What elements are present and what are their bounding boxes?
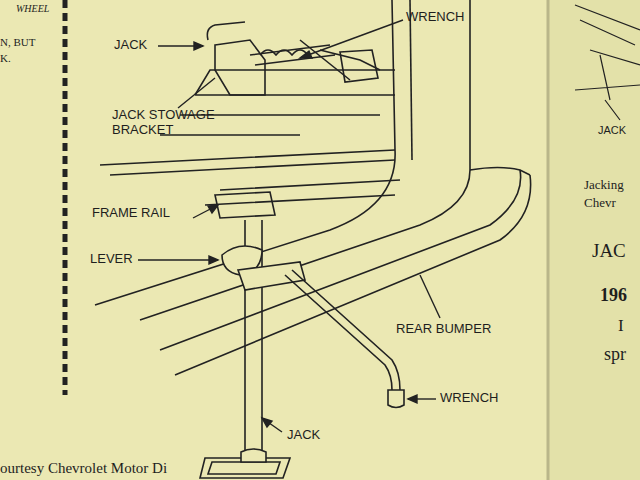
body-text: Chevr [584, 196, 616, 211]
part-label: JACK [287, 428, 320, 443]
leader-line [300, 20, 403, 58]
rail-line [100, 150, 400, 205]
part-label: JACK [598, 124, 626, 137]
credit-text: ourtesy Chevrolet Motor Di [0, 460, 167, 477]
note-text: N, BUT [0, 36, 35, 49]
arrowhead [300, 51, 312, 58]
arrowhead [194, 42, 203, 50]
leader-line [262, 418, 282, 432]
arrowhead [262, 418, 272, 427]
wrench-handle [285, 270, 400, 390]
leader-line [178, 78, 215, 108]
leader-line [138, 259, 218, 260]
part-label: REAR BUMPER [396, 322, 491, 337]
inset-sketch [575, 5, 640, 120]
part-label: JACK [114, 38, 147, 53]
body-text: spr [604, 344, 626, 365]
arrowhead [208, 205, 218, 213]
wrench-socket [388, 390, 404, 408]
leader-line [420, 275, 440, 318]
part-label: WRENCH [440, 391, 499, 406]
wrench [285, 270, 404, 408]
arrowhead [209, 256, 218, 264]
jack-stowed [207, 22, 245, 40]
spring [260, 50, 308, 55]
rail-end [215, 192, 275, 218]
leader-line [193, 205, 218, 218]
arrowhead [408, 395, 417, 403]
bumper [95, 0, 531, 375]
body-text: Jacking [584, 178, 624, 193]
heading-text: 196 [600, 285, 627, 306]
bumper-line [175, 175, 531, 375]
jack-foot [241, 449, 266, 462]
sketch-line [575, 5, 640, 120]
wrench-stowed [250, 40, 380, 80]
next-page [548, 0, 640, 480]
hatched-rule [63, 0, 68, 395]
jack-saddle [238, 262, 305, 290]
part-label: LEVER [90, 252, 133, 267]
part-label: FRAME RAIL [92, 206, 170, 221]
bumper-line [160, 170, 521, 350]
page-fold [547, 0, 550, 480]
part-label: WRENCH [406, 10, 465, 25]
note-text: K. [0, 52, 11, 65]
jack-stowed [215, 40, 265, 95]
body-text: I [618, 316, 624, 336]
jack-base [208, 462, 280, 474]
note-text: WHEEL [16, 3, 49, 15]
clamp [340, 50, 378, 82]
bumper-line [470, 168, 530, 176]
heading-text: JAC [592, 240, 626, 262]
part-label: JACK STOWAGE BRACKET [112, 108, 220, 138]
leaders [138, 20, 440, 432]
